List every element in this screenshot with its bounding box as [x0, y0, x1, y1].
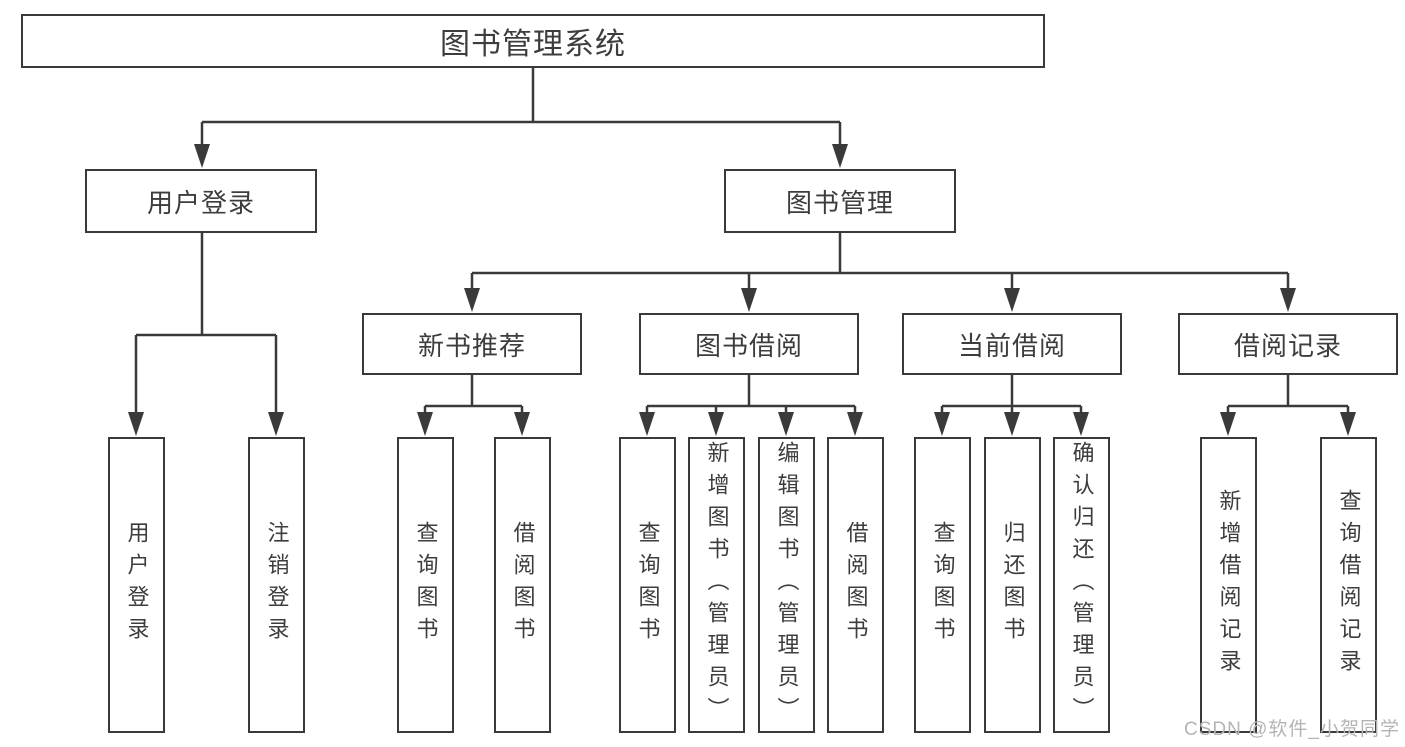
leaf-query-books-current-label: 查询图书: [930, 521, 956, 649]
leaf-logout: 注销登录: [248, 437, 305, 733]
arrowhead: [464, 288, 480, 312]
leaf-confirm-return-admin-label: 确认归还（管理员）: [1069, 441, 1095, 729]
connector-userlogin-to-leaves: [128, 233, 284, 436]
node-root-label: 图书管理系统: [440, 28, 626, 61]
leaf-borrow-books-recommend: 借阅图书: [494, 437, 551, 733]
node-user-login: 用户登录: [85, 169, 317, 233]
node-borrowing-records-label: 借阅记录: [1233, 330, 1342, 361]
node-borrowing-records: 借阅记录: [1178, 313, 1398, 375]
connector-bookmgmt-to-level3: [464, 233, 1296, 312]
arrowhead: [514, 412, 530, 436]
leaf-borrow-books-recommend-label: 借阅图书: [510, 521, 536, 649]
leaf-query-borrow-record-label: 查询借阅记录: [1336, 489, 1362, 681]
leaf-query-books-borrowing: 查询图书: [619, 437, 676, 733]
connector-borrowrecord-to-leaves: [1220, 375, 1356, 436]
node-book-borrowing: 图书借阅: [639, 313, 859, 375]
leaf-user-login: 用户登录: [108, 437, 165, 733]
arrowhead: [741, 288, 757, 312]
leaf-query-books-recommend-label: 查询图书: [413, 521, 439, 649]
connector-bookborrow-to-leaves: [639, 375, 863, 436]
connector-currentborrow-to-leaves: [934, 375, 1089, 436]
connector-newbook-to-leaves: [417, 375, 530, 436]
leaf-return-books: 归还图书: [984, 437, 1041, 733]
leaf-add-books-admin-label: 新增图书（管理员）: [704, 441, 730, 729]
connector-root-to-level2: [194, 68, 848, 168]
arrowhead: [847, 412, 863, 436]
leaf-query-books-borrowing-label: 查询图书: [635, 521, 661, 649]
leaf-user-login-label: 用户登录: [124, 521, 150, 649]
leaf-confirm-return-admin: 确认归还（管理员）: [1053, 437, 1110, 733]
arrowhead: [268, 412, 284, 436]
arrowhead: [934, 412, 950, 436]
leaf-return-books-label: 归还图书: [1000, 521, 1026, 649]
leaf-query-books-current: 查询图书: [914, 437, 971, 733]
node-current-borrowing: 当前借阅: [902, 313, 1122, 375]
node-new-book-recommend-label: 新书推荐: [417, 330, 526, 361]
leaf-query-books-recommend: 查询图书: [397, 437, 454, 733]
arrowhead: [128, 412, 144, 436]
leaf-edit-books-admin-label: 编辑图书（管理员）: [774, 441, 800, 729]
arrowhead: [194, 144, 210, 168]
arrowhead: [639, 412, 655, 436]
leaf-borrow-books-borrowing-label: 借阅图书: [843, 521, 869, 649]
arrowhead: [832, 144, 848, 168]
node-root: 图书管理系统: [21, 14, 1045, 68]
watermark: CSDN @软件_小贺同学: [1184, 719, 1400, 740]
arrowhead: [1220, 412, 1236, 436]
node-user-login-label: 用户登录: [146, 187, 255, 218]
node-new-book-recommend: 新书推荐: [362, 313, 582, 375]
arrowhead: [1280, 288, 1296, 312]
arrowhead: [417, 412, 433, 436]
arrowhead: [708, 412, 724, 436]
arrowhead: [1004, 288, 1020, 312]
arrowhead: [778, 412, 794, 436]
node-book-management: 图书管理: [724, 169, 956, 233]
leaf-edit-books-admin: 编辑图书（管理员）: [758, 437, 815, 733]
leaf-add-borrow-record-label: 新增借阅记录: [1216, 489, 1242, 681]
arrowhead: [1340, 412, 1356, 436]
leaf-logout-label: 注销登录: [264, 521, 290, 649]
node-current-borrowing-label: 当前借阅: [957, 330, 1066, 361]
arrowhead: [1073, 412, 1089, 436]
leaf-add-books-admin: 新增图书（管理员）: [688, 437, 745, 733]
leaf-borrow-books-borrowing: 借阅图书: [827, 437, 884, 733]
arrowhead: [1004, 412, 1020, 436]
node-book-management-label: 图书管理: [785, 187, 894, 218]
node-book-borrowing-label: 图书借阅: [694, 330, 803, 361]
leaf-query-borrow-record: 查询借阅记录: [1320, 437, 1377, 733]
leaf-add-borrow-record: 新增借阅记录: [1200, 437, 1257, 733]
